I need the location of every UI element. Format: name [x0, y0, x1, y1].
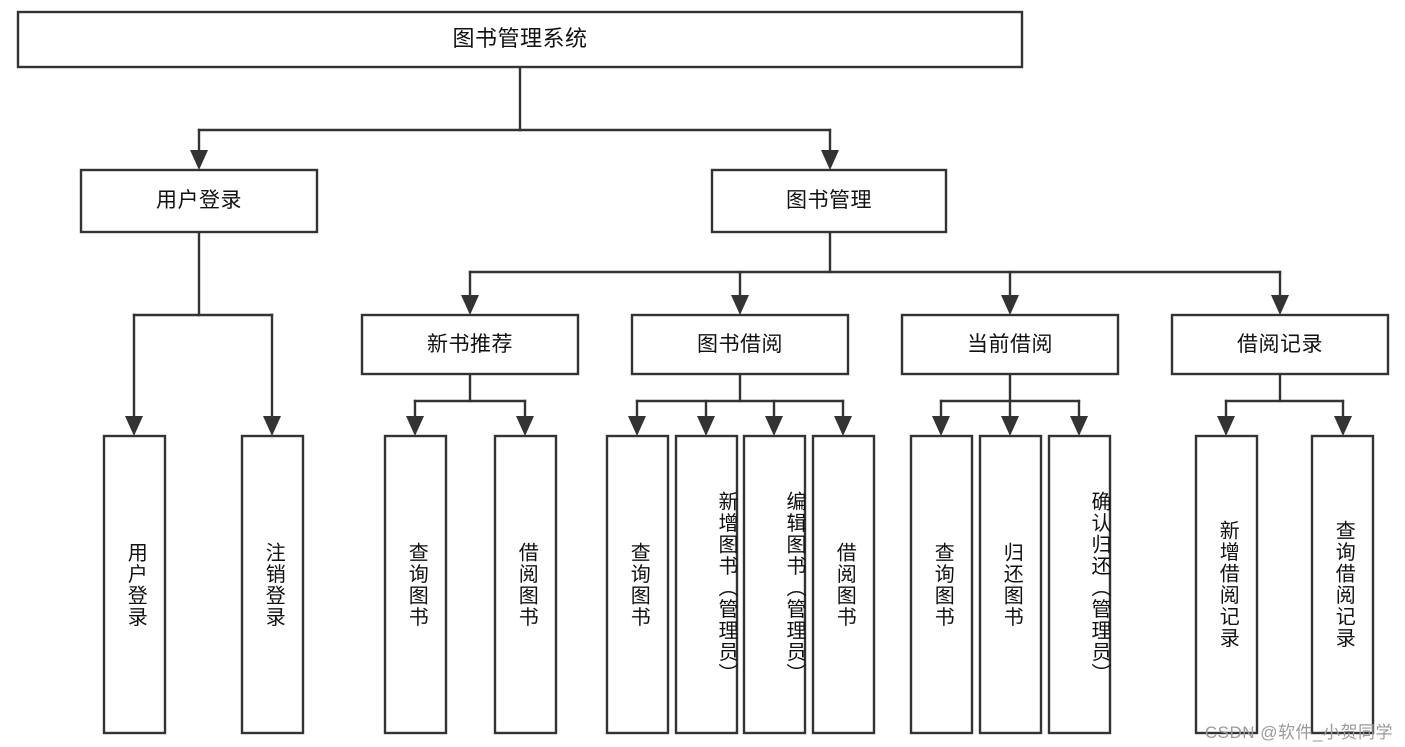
connector-layer — [125, 65, 1352, 436]
arrow-borrow-leaf-4 — [834, 416, 852, 436]
arrow-borrow-leaf-3 — [765, 416, 783, 436]
arrow-to-book-borrow — [731, 295, 749, 315]
node-book-management-box[interactable] — [710, 168, 948, 234]
arrow-current-leaf-2 — [1001, 416, 1019, 436]
arrow-to-new-book-rec — [461, 295, 479, 315]
arrow-to-book-mgmt — [821, 150, 839, 170]
node-new-book-recommend-box[interactable] — [360, 313, 580, 376]
arrow-to-user-login-leaf — [125, 416, 143, 436]
node-box-layer — [16, 10, 1390, 735]
node-leaf-query-record-box[interactable] — [1310, 434, 1375, 735]
node-leaf-add-book-box[interactable] — [674, 434, 739, 735]
arrow-borrow-leaf-2 — [697, 416, 715, 436]
node-leaf-rec-query-book-box[interactable] — [383, 434, 448, 735]
arrow-rec-leaf-2 — [516, 416, 534, 436]
node-leaf-edit-book-box[interactable] — [742, 434, 807, 735]
node-book-borrow-box[interactable] — [630, 313, 850, 376]
arrow-to-borrow-record — [1271, 295, 1289, 315]
arrow-rec-leaf-1 — [406, 416, 424, 436]
arrow-to-current-borrow — [1001, 295, 1019, 315]
node-leaf-add-record-box[interactable] — [1194, 434, 1259, 735]
node-leaf-logout-box[interactable] — [240, 434, 305, 735]
node-leaf-confirm-return-box[interactable] — [1047, 434, 1112, 735]
arrow-to-logout-leaf — [263, 416, 281, 436]
node-leaf-return-book-box[interactable] — [978, 434, 1043, 735]
node-current-borrow-box[interactable] — [900, 313, 1120, 376]
arrow-current-leaf-1 — [932, 416, 950, 436]
arrow-record-leaf-2 — [1334, 416, 1352, 436]
node-borrow-record-box[interactable] — [1170, 313, 1390, 376]
node-leaf-current-query-book-box[interactable] — [909, 434, 974, 735]
node-leaf-rec-borrow-book-box[interactable] — [493, 434, 558, 735]
node-leaf-user-login-box[interactable] — [102, 434, 167, 735]
arrow-record-leaf-1 — [1217, 416, 1235, 436]
node-leaf-borrow-query-book-box[interactable] — [605, 434, 670, 735]
arrow-borrow-leaf-1 — [628, 416, 646, 436]
arrow-to-user-login — [190, 150, 208, 170]
node-user-login-box[interactable] — [79, 168, 319, 234]
arrow-current-leaf-3 — [1070, 416, 1088, 436]
node-leaf-borrow-book-box[interactable] — [811, 434, 876, 735]
node-root-box[interactable] — [16, 10, 1024, 69]
